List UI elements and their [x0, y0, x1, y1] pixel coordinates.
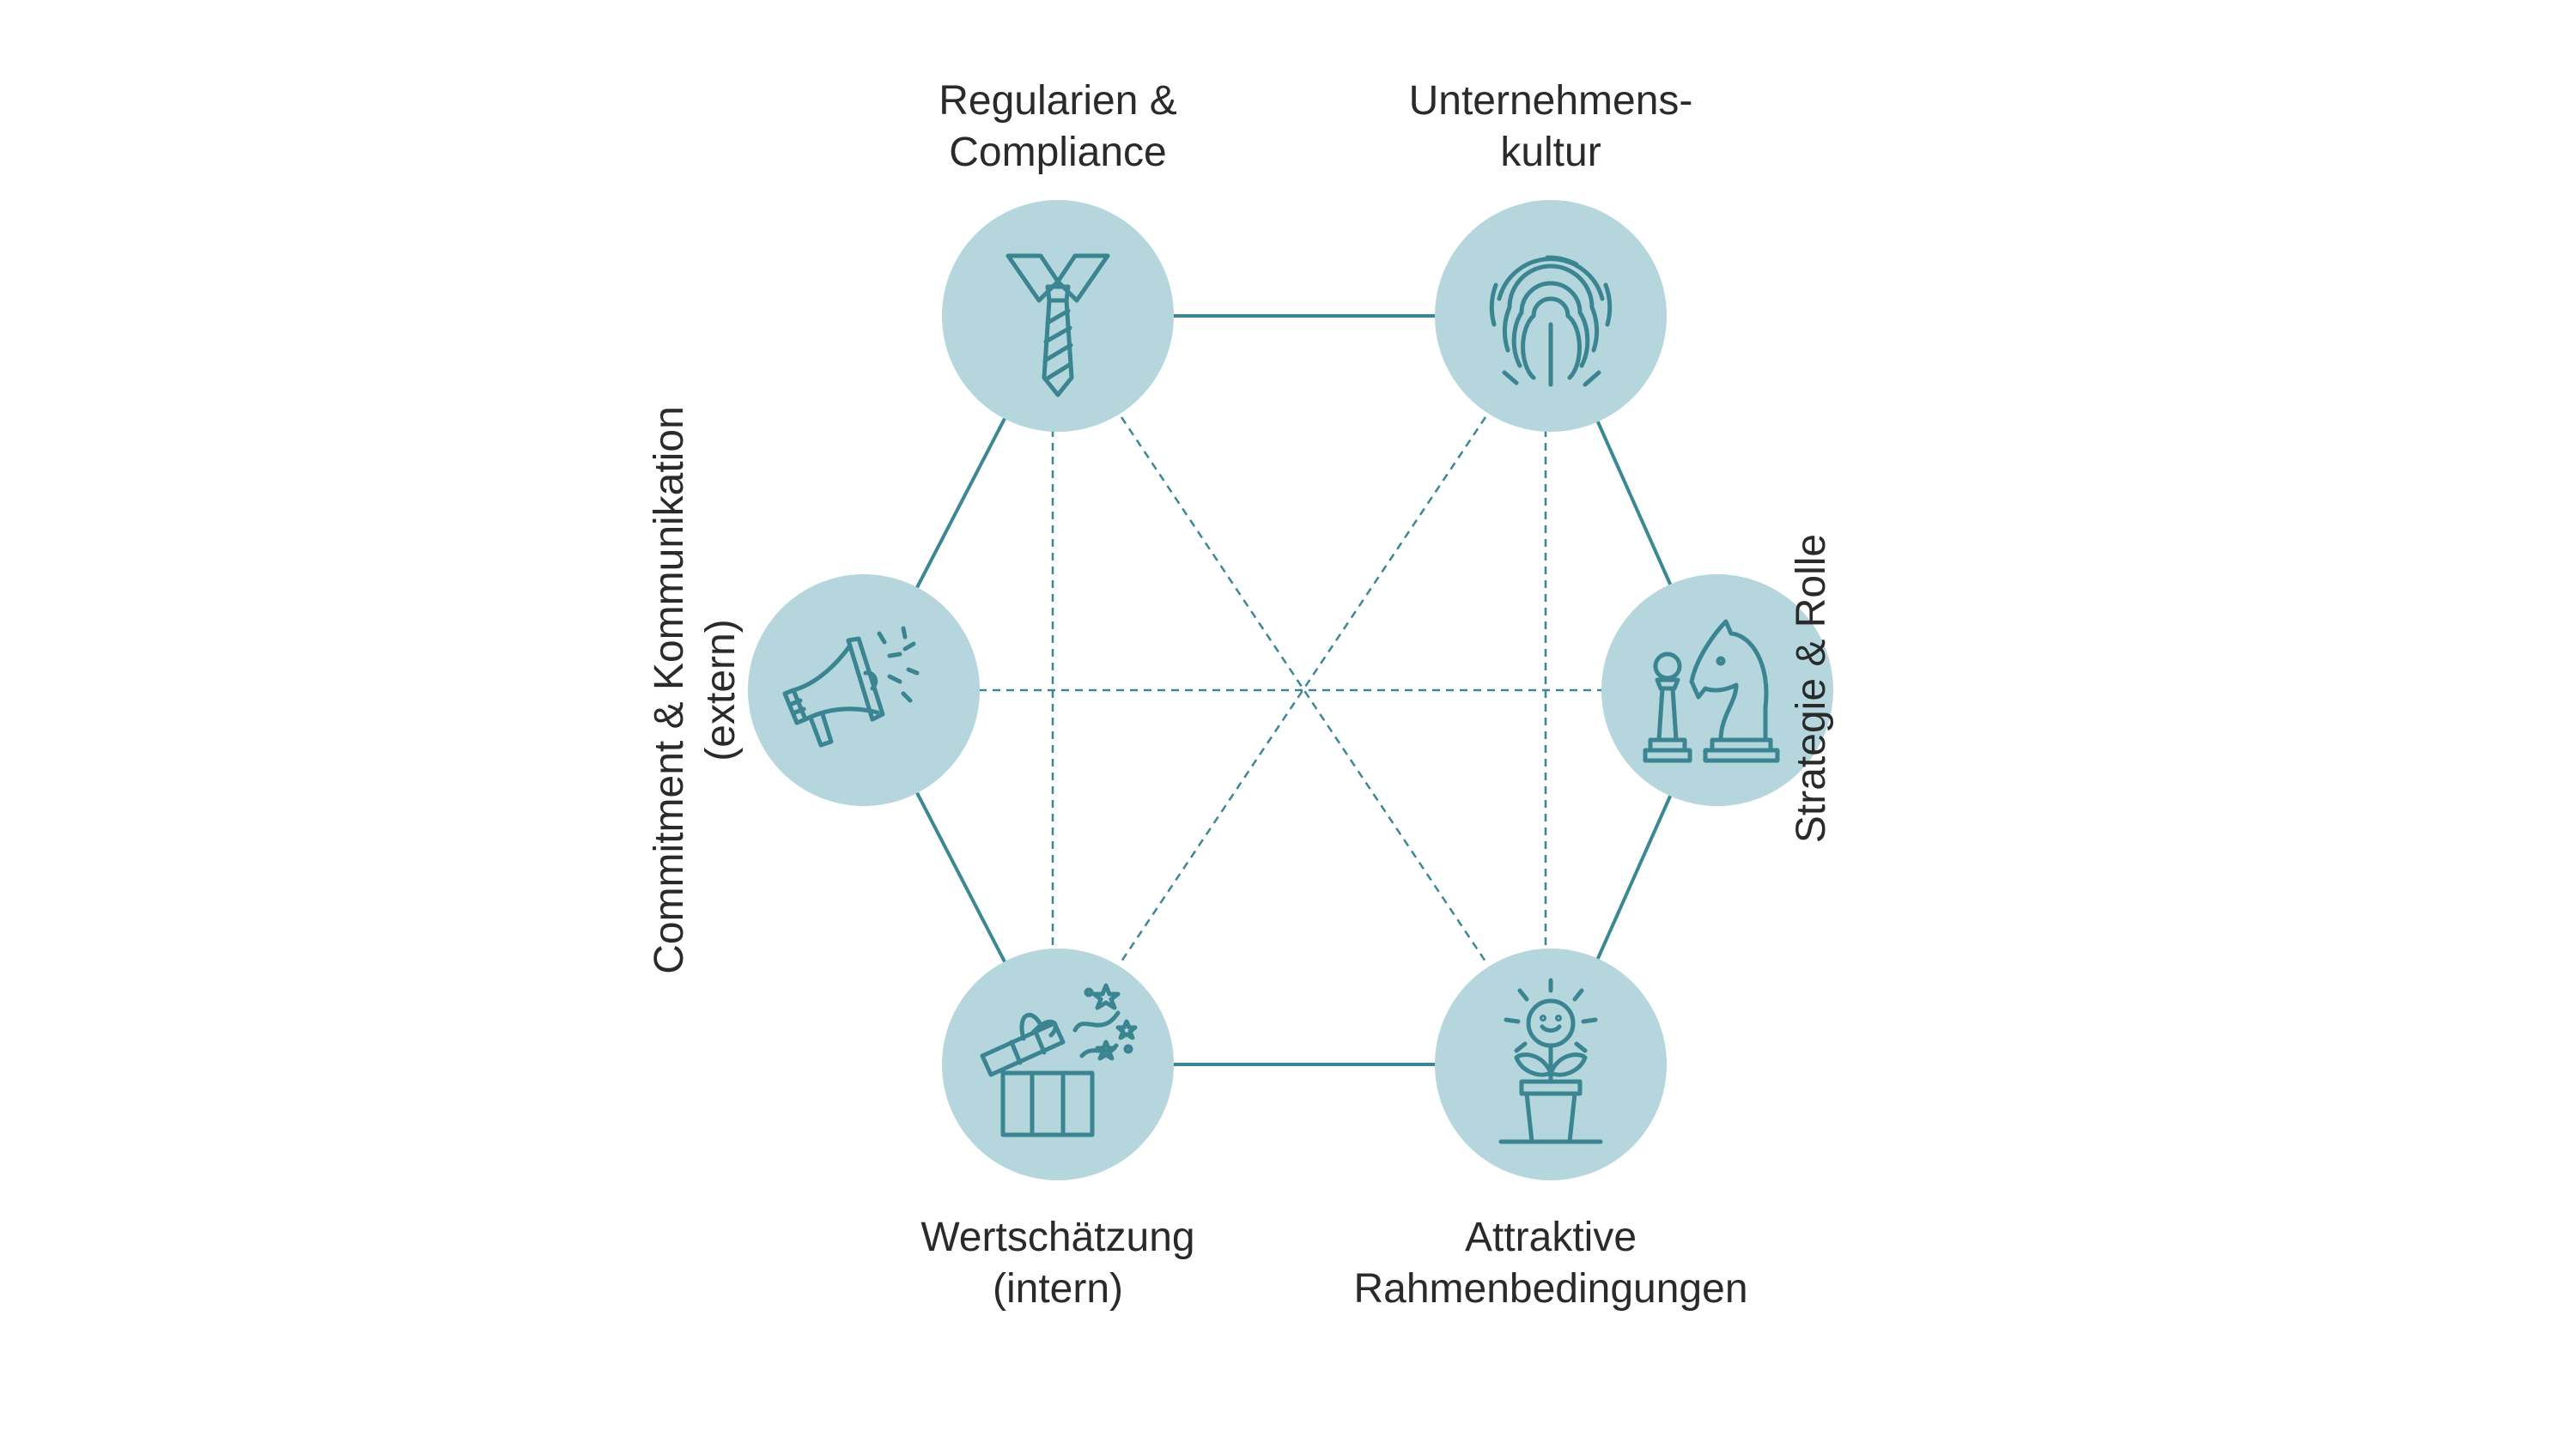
node-label-wertschaetzung: Wertschätzung (intern)	[886, 1212, 1230, 1315]
node-label-strategie: Strategie & Rolle	[1786, 508, 1838, 869]
megaphone-icon	[782, 626, 920, 748]
node-circle-kultur	[1435, 200, 1667, 432]
node-label-commitment: Commitment & Kommunikation (extern)	[644, 373, 747, 1008]
node-label-line: Regularien &	[939, 78, 1177, 124]
gift-icon	[980, 983, 1138, 1137]
node-label-line: Commitment & Kommunikation	[647, 406, 692, 974]
node-label-rahmen: Attraktive Rahmenbedingungen	[1336, 1212, 1765, 1315]
node-label-regularien: Regularien & Compliance	[886, 76, 1230, 179]
node-label-line: Attraktive	[1464, 1215, 1637, 1260]
node-label-line: Compliance	[949, 130, 1167, 175]
plant-icon	[1498, 978, 1603, 1144]
node-label-line: kultur	[1500, 130, 1601, 175]
chess-icon	[1643, 619, 1780, 763]
tie-icon	[1005, 253, 1110, 397]
node-label-kultur: Unternehmens- kultur	[1379, 76, 1722, 179]
inner-connections	[979, 416, 1602, 962]
node-label-line: (extern)	[698, 619, 744, 761]
node-label-line: (intern)	[992, 1266, 1124, 1312]
fingerprint-icon	[1489, 255, 1613, 387]
node-circle-wertschaetzung	[942, 949, 1174, 1180]
node-label-line: Strategie & Rolle	[1789, 533, 1834, 844]
node-label-line: Unternehmens-	[1408, 78, 1693, 124]
node-label-line: Wertschätzung	[920, 1215, 1195, 1260]
node-label-line: Rahmenbedingungen	[1353, 1266, 1748, 1312]
